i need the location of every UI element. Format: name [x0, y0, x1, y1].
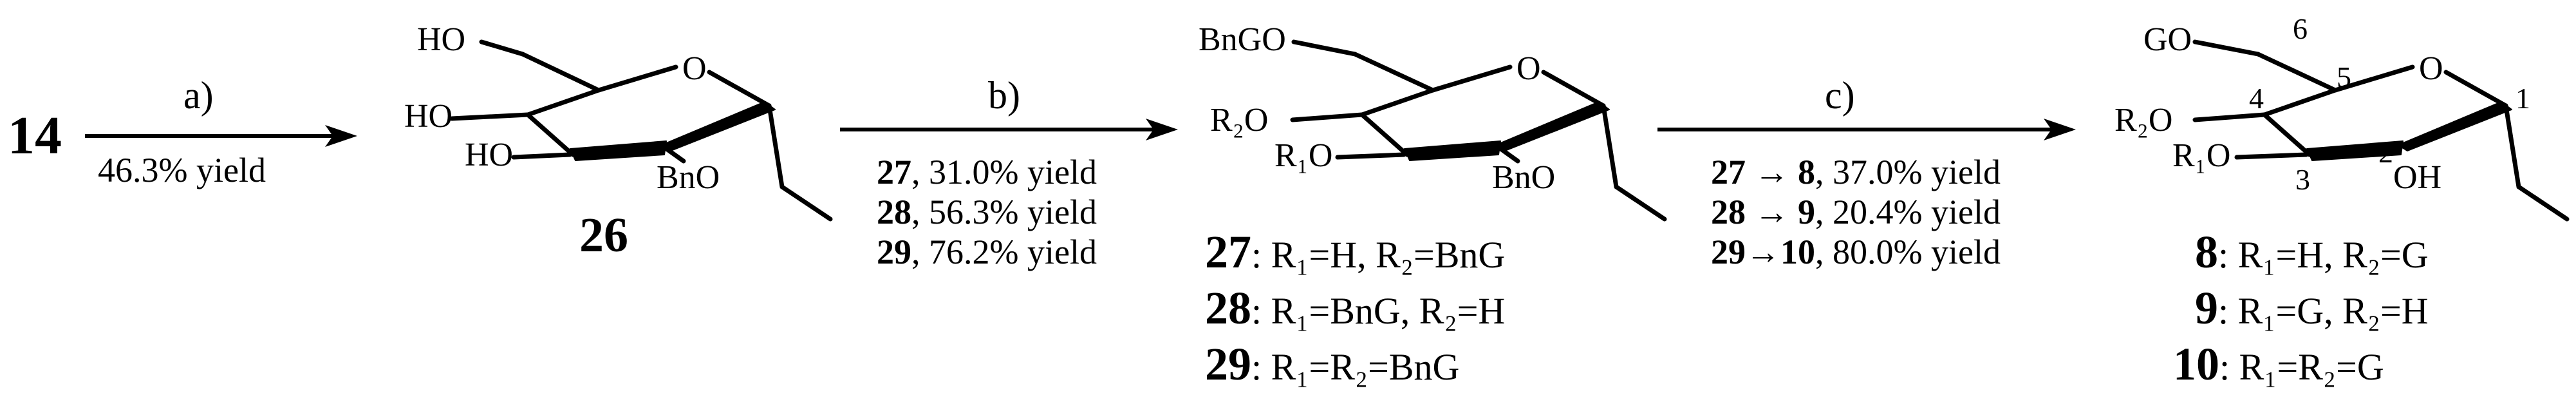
- step-c-yield-2: 28 → 9, 20.4% yield: [1711, 193, 2001, 231]
- bond-c6-o6: [2192, 39, 2261, 57]
- bond-c4-c5: [525, 88, 601, 117]
- step-c: c) 27 → 8, 37.0% yield 28 → 9, 20.4% yie…: [1657, 74, 2076, 271]
- bond-c6-c5: [2255, 52, 2338, 93]
- step-b-yield-3: 29, 76.2% yield: [877, 233, 1097, 271]
- step-b-yield-1: 27, 31.0% yield: [877, 153, 1097, 191]
- bond-c5-ring-o: [1430, 64, 1513, 93]
- step-a-yield: 46.3% yield: [98, 151, 266, 189]
- atom-label-3-or1: R₁O: [1274, 137, 1332, 174]
- step-c-arrowhead: [2044, 119, 2076, 140]
- atom-label-3-oh: HO: [465, 137, 513, 173]
- atom-label-6-oh: HO: [417, 21, 465, 58]
- bond-c6-o6: [1291, 39, 1358, 57]
- bond-c5-ring-o: [2333, 64, 2415, 93]
- bond-c2-o2: [663, 146, 686, 164]
- wedge-c2-c1: [1495, 101, 1610, 151]
- bond-c4-c5: [1359, 88, 1435, 117]
- variant-29: 29: R₁=R₂=BnG: [1205, 338, 1459, 390]
- wedge-c3-c2: [570, 140, 667, 161]
- bond-c6-c5: [520, 52, 601, 93]
- wedge-c2-c1: [2398, 101, 2512, 151]
- step-c-yield-1: 27 → 8, 37.0% yield: [1711, 153, 2001, 191]
- bond-c1-o1: [1601, 103, 1619, 189]
- structure-8-10: GO O R₂O R₁O OH 6 5 4 3 2 1 8: R₁=H, R₂=…: [2114, 12, 2570, 390]
- step-a-arrowhead: [325, 125, 357, 147]
- bond-c3-o3: [2234, 152, 2309, 160]
- bond-c4-c3: [525, 112, 575, 157]
- wedge-c3-c2: [2306, 140, 2403, 161]
- bond-c4-o4: [2192, 112, 2267, 122]
- wedge-c3-c2: [1404, 140, 1501, 161]
- atom-label-2-obn: BnO: [1492, 159, 1555, 196]
- step-b-yield-2: 28, 56.3% yield: [877, 193, 1097, 231]
- step-a-label: a): [183, 74, 214, 117]
- structure-26: HO O HO HO BnO 26: [404, 21, 833, 262]
- carbon-number-6: 6: [2293, 12, 2308, 45]
- atom-label-3-or1: R₁O: [2172, 137, 2230, 174]
- variant-27: 27: R₁=H, R₂=BnG: [1205, 226, 1505, 278]
- step-c-yield-3: 29→10, 80.0% yield: [1711, 233, 2001, 271]
- atom-label-2-oh: OH: [2393, 159, 2441, 196]
- step-b-label: b): [988, 74, 1020, 117]
- step-a: a) 46.3% yield: [85, 74, 357, 189]
- bond-c2-o2: [1497, 146, 1520, 164]
- carbon-number-4: 4: [2249, 82, 2264, 115]
- atom-label-4-oh: HO: [404, 98, 453, 135]
- step-c-label: c): [1825, 74, 1855, 117]
- bond-c1-o1: [2503, 103, 2521, 189]
- carbon-number-3: 3: [2295, 163, 2310, 196]
- step-b-arrowhead: [1146, 119, 1178, 140]
- atom-label-4-or2: R₂O: [2114, 102, 2172, 139]
- bond-ring-o-c1: [707, 70, 772, 108]
- bond-c3-o3: [1335, 152, 1406, 160]
- variant-8: 8: R₁=H, R₂=G: [2195, 226, 2429, 278]
- atom-label-6-obng: BnGO: [1199, 21, 1286, 58]
- bond-c4-c5: [2262, 88, 2338, 117]
- atom-label-6-og: GO: [2143, 21, 2192, 58]
- bond-o1-methyl: [1614, 184, 1667, 222]
- atom-label-4-or2: R₂O: [1210, 102, 1268, 139]
- bond-o1-methyl: [779, 184, 833, 222]
- atom-label-2-obn: BnO: [657, 159, 720, 196]
- bond-c1-o1: [767, 103, 785, 189]
- atom-label-ring-o: O: [2419, 50, 2443, 87]
- wedge-c2-c1: [661, 101, 776, 151]
- bond-c3-o3: [511, 152, 572, 160]
- variant-9: 9: R₁=G, R₂=H: [2195, 282, 2429, 334]
- bond-o1-methyl: [2516, 184, 2570, 222]
- compound-label-26: 26: [579, 208, 628, 262]
- bond-c4-o4: [1290, 112, 1365, 122]
- bond-c4-c3: [2262, 112, 2312, 157]
- bond-c6-o6: [479, 39, 525, 57]
- step-b: b) 27, 31.0% yield 28, 56.3% yield 29, 7…: [840, 74, 1178, 271]
- bond-c6-c5: [1352, 52, 1435, 93]
- variant-28: 28: R₁=BnG, R₂=H: [1205, 282, 1505, 334]
- carbon-number-1: 1: [2515, 82, 2530, 115]
- start-compound: 14: [8, 106, 62, 166]
- bond-ring-o-c1: [1541, 70, 1606, 108]
- bond-c4-c3: [1359, 112, 1410, 157]
- atom-label-ring-o: O: [682, 50, 707, 87]
- bond-c4-o4: [449, 112, 530, 121]
- bond-ring-o-c1: [2443, 70, 2508, 108]
- structure-27-29: BnGO O R₂O R₁O BnO 27: R₁=H, R₂=BnG 28: …: [1199, 21, 1667, 390]
- atom-label-ring-o: O: [1517, 50, 1541, 87]
- variant-10: 10: R₁=R₂=G: [2173, 338, 2384, 390]
- bond-c5-ring-o: [596, 64, 678, 93]
